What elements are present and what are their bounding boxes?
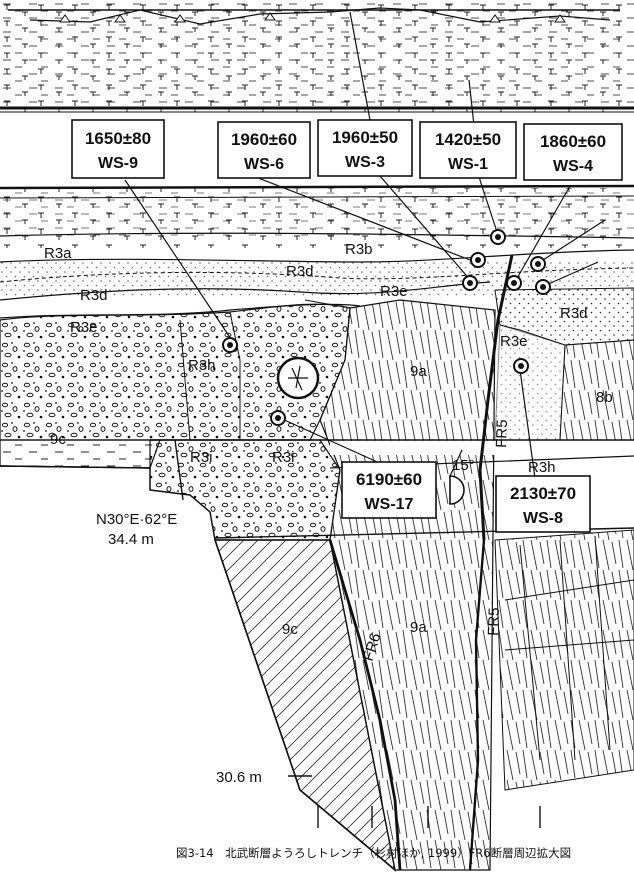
unit-label: R3i [272,449,295,466]
unit-label: R3d [286,263,314,280]
unit-label: R3h [528,459,556,476]
unit-label: 8b [596,389,613,406]
unit-label: 9a [410,363,427,380]
sample-date: 1420±50 [435,130,501,149]
unit-label: R3e [380,283,408,300]
unit-9c-band [0,439,161,469]
sample-marker [222,337,238,353]
unit-label: 9c [282,621,298,638]
fault-fr6 [328,539,402,871]
sample-box: 1650±80 WS-9 [71,119,165,179]
sample-id: WS-9 [98,155,138,172]
sample-marker [490,229,506,245]
sample-marker [513,358,529,374]
fault-label: FR5 [485,607,503,636]
sample-marker [535,279,551,295]
lower-wall-left-edge [214,539,396,871]
orientation-circle [276,356,320,400]
figure-caption: 図3-14 北武断層ようろしトレンチ（杉村ほか, 1999）FR6断層周辺拡大図 [176,846,571,860]
sample-marker [470,252,486,268]
gravel-unit-r3i [149,439,341,541]
sample-marker [530,256,546,272]
sample-marker [462,275,478,291]
unit-label: R3d [80,287,108,304]
fault-traces [174,254,514,871]
dip-label: 15° [452,457,475,474]
unit-label: R3d [560,305,588,322]
unit-label: R3b [345,241,373,258]
sample-box: 2130±70 WS-8 [495,475,591,533]
sample-id: WS-4 [553,158,593,175]
lower-right-bedrock [494,529,634,791]
sample-marker [506,275,522,291]
sample-id: WS-1 [448,156,488,173]
sample-id: WS-17 [365,496,414,513]
sample-box: 1860±60 WS-4 [523,123,623,181]
unit-labels: R3a R3b R3d R3d R3d R3e R3e R3e R3h R3h … [44,241,613,638]
sample-id: WS-8 [523,510,563,527]
sample-box: 1960±60 WS-6 [217,121,311,179]
elevation-upper: 34.4 m [108,531,154,548]
sample-date: 1960±60 [231,130,297,149]
sample-id: WS-3 [345,154,385,171]
elevation-lower: 30.6 m [216,769,262,786]
fault-fr5-upper [478,254,514,541]
sample-date: 2130±70 [510,484,576,503]
sample-id: WS-6 [244,156,284,173]
unit-label: R3a [44,245,72,262]
elevation-markers [288,775,541,828]
orientation-label: N30°E·62°E [96,511,177,528]
unit-label: R3i [190,449,213,466]
unit-label: R3e [500,333,528,350]
fault-label: FR5 [493,419,511,448]
upper-wall-layers [0,184,634,319]
sample-box: 1420±50 WS-1 [419,121,517,179]
fault-fr5-lower [468,539,486,871]
sample-date: 1860±60 [540,132,606,151]
sample-box: 6190±60 WS-17 [341,461,437,519]
surface-soil-layer [0,0,634,113]
unit-label: R3e [70,319,98,336]
sample-date: 6190±60 [356,470,422,489]
sample-markers [222,229,551,426]
sample-box: 1960±50 WS-3 [317,119,413,177]
fault-labels: FR5 FR5 FR6 [360,419,511,663]
unit-label: R3h [188,357,216,374]
unit-label: 9c [50,431,66,448]
sample-date: 1650±80 [85,129,151,148]
sample-marker [270,410,286,426]
unit-label: 9a [410,619,427,636]
dip-symbol [449,449,465,505]
cut-edge [0,465,216,541]
sample-date: 1960±50 [332,128,398,147]
